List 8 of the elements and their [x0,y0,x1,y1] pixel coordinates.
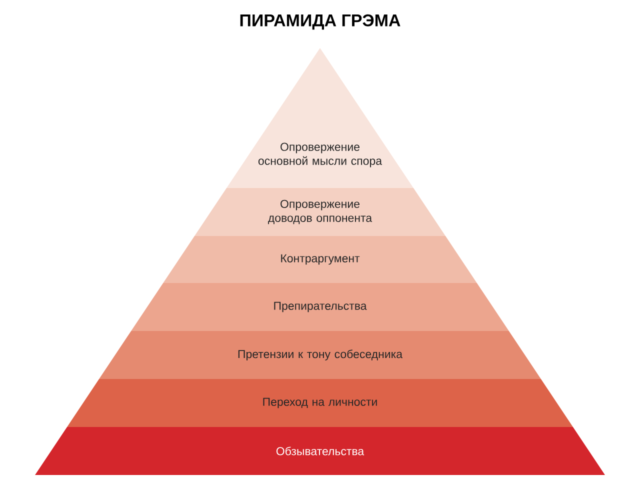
pyramid-level: Опровержение доводов оппонента [194,188,446,236]
pyramid-level: Переход на личности [67,379,573,427]
title: ПИРАМИДА ГРЭМА [240,14,400,30]
pyramid-level: Опровержение основной мысли спора [226,48,414,188]
pyramid-level: Контраргумент [163,236,477,283]
pyramid-level: Препирательства [131,283,509,331]
pyramid-level: Обзывательства [35,427,605,475]
pyramid-level: Претензии к тону собеседника [99,331,541,379]
